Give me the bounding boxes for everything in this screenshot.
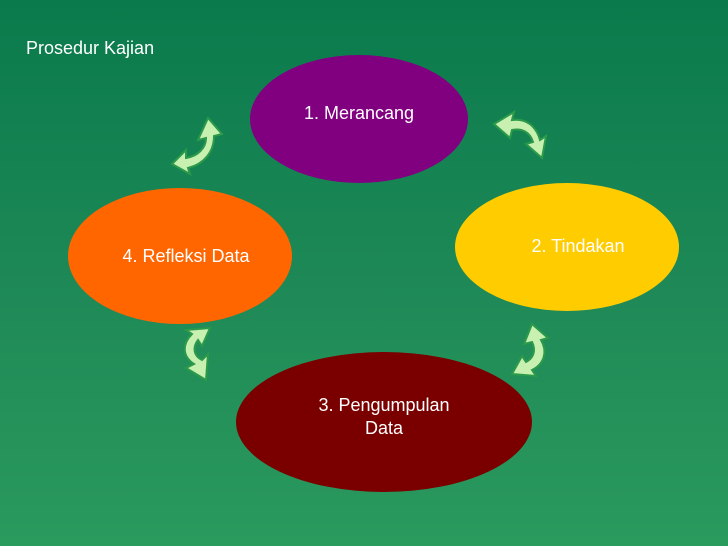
- step-tindakan: 2. Tindakan: [455, 183, 679, 311]
- curved-arrow-icon: [508, 320, 566, 380]
- step-label: 3. Pengumpulan Data: [318, 394, 450, 438]
- curved-arrow-icon: [168, 114, 226, 176]
- step-label: 2. Tindakan: [531, 236, 625, 256]
- curved-arrow-icon: [168, 324, 216, 384]
- step-pengumpulan-data: 3. Pengumpulan Data: [236, 352, 532, 492]
- step-label: 4. Refleksi Data: [122, 246, 250, 267]
- slide-title: Prosedur Kajian: [26, 38, 155, 58]
- step-refleksi-data: 4. Refleksi Data: [68, 188, 292, 324]
- step-label: 1. Merancang: [303, 103, 415, 124]
- curved-arrow-icon: [490, 104, 552, 162]
- step-merancang: 1. Merancang: [250, 55, 468, 183]
